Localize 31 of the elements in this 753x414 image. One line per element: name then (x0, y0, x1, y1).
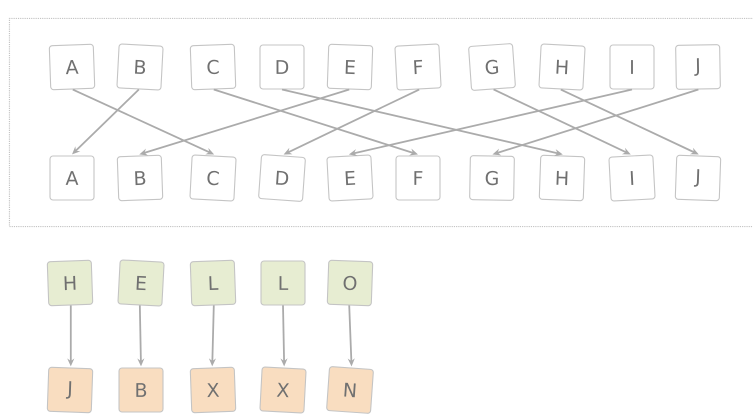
letter-tile: E (326, 44, 374, 90)
letter-tile: L (190, 260, 236, 306)
letter-tile: B (116, 154, 164, 202)
letter-tile: D (258, 154, 306, 202)
letter-tile: F (394, 43, 442, 90)
letter-tile: B (116, 43, 164, 90)
letter-tile: A (49, 155, 95, 201)
letter-tile: C (190, 44, 236, 90)
letter-tile: X (190, 366, 236, 414)
letter-tile: C (189, 154, 237, 202)
letter-tile: H (538, 43, 586, 90)
letter-tile: J (46, 366, 94, 414)
letter-tile: G (468, 43, 516, 91)
letter-tile: O (326, 260, 374, 306)
letter-tile: E (326, 154, 374, 202)
letter-tile: D (259, 44, 305, 90)
letter-tile: X (260, 366, 307, 414)
letter-tile: J (674, 154, 722, 202)
letter-tile: A (48, 44, 96, 90)
dotted-frame (8, 18, 753, 228)
letter-tile: J (675, 44, 721, 90)
letter-tile: L (260, 260, 306, 306)
letter-tile: G (469, 155, 515, 201)
letter-tile: I (608, 154, 656, 202)
letter-tile: H (538, 154, 586, 202)
letter-tile: F (395, 155, 441, 201)
letter-tile: I (609, 44, 655, 90)
letter-tile: B (118, 367, 164, 413)
letter-tile: H (46, 260, 94, 306)
letter-tile: N (326, 366, 374, 414)
letter-tile: E (118, 259, 165, 306)
